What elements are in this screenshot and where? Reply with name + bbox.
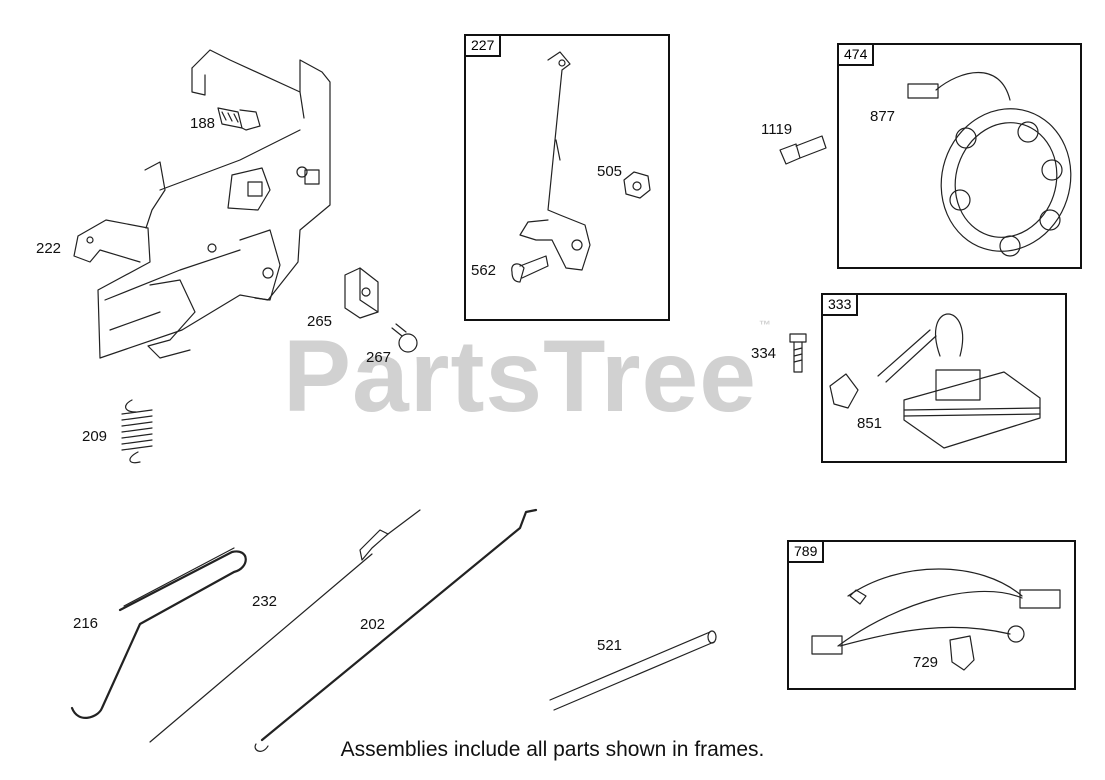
frame-227: 227 [464, 34, 670, 321]
frame-789-tag: 789 [787, 540, 825, 564]
callout-216: 216 [73, 615, 99, 632]
frame-227-tag: 227 [464, 34, 502, 58]
frame-789: 789 [787, 540, 1076, 690]
rod-202-drawing [254, 508, 538, 752]
callout-188: 188 [190, 115, 216, 132]
callout-267: 267 [366, 349, 392, 366]
callout-222: 222 [36, 240, 62, 257]
lever-227-drawing [519, 51, 591, 271]
callout-521: 521 [597, 637, 623, 654]
frame-333: 333 [821, 293, 1067, 463]
nut-505-drawing [623, 171, 651, 199]
sleeve-521-drawing [549, 630, 717, 711]
callout-232: 232 [252, 593, 278, 610]
callout-729: 729 [913, 654, 939, 671]
screw-334-drawing [789, 333, 807, 373]
control-bracket-drawing [73, 49, 331, 359]
watermark-text: PartsTree [283, 319, 757, 433]
frame-474: 474 [837, 43, 1082, 269]
callout-265: 265 [307, 313, 333, 330]
clip-265-drawing [344, 267, 379, 319]
spring-209-drawing [121, 399, 153, 464]
callout-202: 202 [360, 616, 386, 633]
stator-474-drawing [907, 72, 1072, 257]
callout-851: 851 [857, 415, 883, 432]
callout-334: 334 [751, 345, 777, 362]
screw-1119-drawing [779, 135, 827, 165]
frame-333-tag: 333 [821, 293, 859, 317]
rod-216-drawing [70, 547, 247, 719]
armature-333-drawing [829, 313, 1041, 449]
assemblies-footnote: Assemblies include all parts shown in fr… [340, 738, 765, 761]
screw-562-drawing [511, 255, 549, 283]
callout-562: 562 [471, 262, 497, 279]
screw-267-drawing [391, 323, 418, 353]
cable-232-drawing [149, 509, 421, 743]
harness-789-drawing [811, 568, 1061, 671]
watermark-trademark: ™ [758, 318, 772, 332]
callout-209: 209 [82, 428, 108, 445]
callout-1119: 1119 [761, 121, 793, 138]
callout-877: 877 [870, 108, 896, 125]
frame-474-tag: 474 [837, 43, 875, 67]
screw-188-drawing [217, 107, 261, 131]
callout-505: 505 [597, 163, 623, 180]
